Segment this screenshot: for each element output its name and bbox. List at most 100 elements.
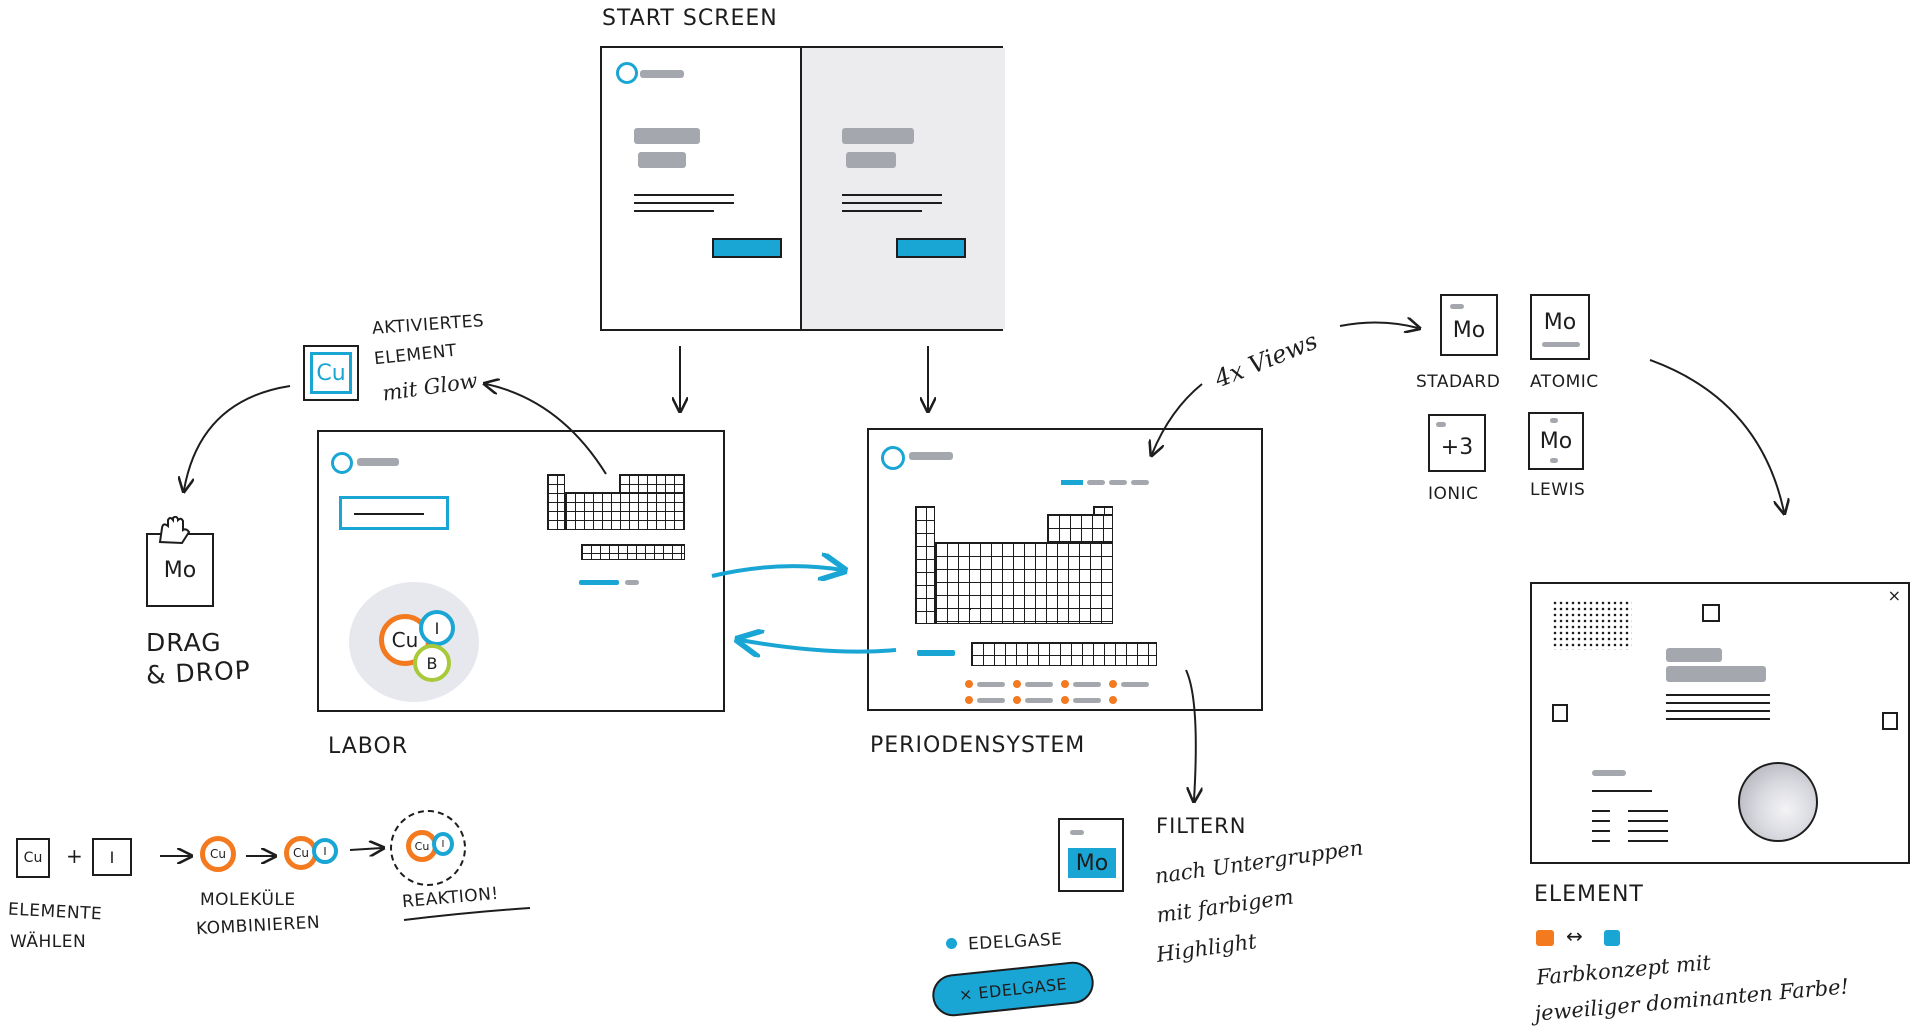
periodic-table-grid[interactable]	[935, 542, 1113, 624]
text-line	[1628, 830, 1668, 832]
filter-chip-active[interactable]: × EDELGASE	[930, 959, 1096, 1019]
search-box-glow	[339, 496, 449, 530]
view-ionic-tile[interactable]: +3	[1428, 414, 1486, 472]
view-switch-placeholder	[1131, 480, 1149, 485]
start-button[interactable]	[896, 238, 966, 258]
app-name-placeholder	[640, 70, 684, 78]
combine-tile-i[interactable]: I	[92, 838, 132, 876]
title-placeholder	[842, 128, 914, 144]
color-concept-line1: Farbkonzept mit	[1535, 950, 1712, 990]
combine-tile-cu[interactable]: Cu	[16, 838, 50, 878]
labor-label: LABOR	[328, 734, 409, 759]
activated-note-line3: mit Glow	[380, 368, 480, 406]
combine-step2-line2: KOMBINIEREN	[195, 912, 321, 940]
nav-up-icon[interactable]	[1702, 604, 1720, 622]
view-lewis-tile[interactable]: Mo	[1528, 412, 1584, 470]
activated-note-line1: AKTIVIERTES	[371, 311, 485, 339]
text-line	[842, 202, 942, 204]
reaction-ring	[390, 810, 466, 886]
nav-right-icon[interactable]	[1882, 712, 1898, 730]
nav-link-placeholder	[625, 580, 639, 585]
text-line	[634, 194, 734, 196]
view-atomic-tile[interactable]: Mo	[1530, 294, 1590, 360]
element-screen-frame: ×	[1530, 582, 1910, 864]
periodensystem-screen-frame	[867, 428, 1263, 711]
app-name-placeholder	[357, 458, 399, 466]
activated-element-tile: Cu	[303, 345, 359, 401]
hand-icon	[156, 515, 198, 546]
view-switch-placeholder	[1087, 480, 1105, 485]
combine-step3: REAKTION!	[401, 883, 500, 913]
text-line	[1628, 840, 1668, 842]
text-line	[1592, 830, 1610, 832]
periodic-table-grid[interactable]	[1093, 506, 1113, 516]
filter-note-line4: Highlight	[1154, 929, 1259, 967]
molecule-bubble-b[interactable]: B	[413, 644, 451, 682]
drag-label-line2: & DROP	[145, 655, 252, 690]
combine-step1-line1: ELEMENTE	[7, 899, 103, 925]
start-button[interactable]	[712, 238, 782, 258]
view-standard-tile[interactable]: Mo	[1440, 294, 1498, 356]
periodic-table-grid[interactable]	[915, 506, 935, 624]
filter-note-line1: FILTERN	[1156, 814, 1247, 838]
combine-step2-line1: MOLEKÜLE	[200, 890, 296, 910]
drag-element-tile[interactable]: Mo	[146, 533, 214, 607]
color-swap-arrow: ↔	[1566, 924, 1584, 948]
combine-molecule-2-i: I	[312, 838, 338, 864]
drag-element-symbol: Mo	[163, 557, 197, 583]
text-line	[1666, 718, 1770, 720]
mini-periodic-table-lanthanides	[581, 544, 685, 560]
view-ionic-label: IONIC	[1428, 484, 1479, 504]
combine-step1-line2: WÄHLEN	[10, 932, 87, 952]
view-switch-placeholder	[1109, 480, 1127, 485]
molecule-bubble-i[interactable]: I	[419, 610, 455, 646]
periodic-table-lanthanides[interactable]	[971, 642, 1157, 666]
start-screen-right-pane	[800, 48, 1005, 329]
logo-icon	[881, 446, 905, 470]
activated-note-line2: ELEMENT	[373, 340, 458, 370]
nav-left-icon[interactable]	[1552, 704, 1568, 722]
text-line	[1592, 840, 1610, 842]
mini-periodic-table	[619, 474, 685, 494]
combine-plus: +	[66, 844, 84, 868]
logo-icon	[331, 452, 353, 474]
text-line	[634, 202, 734, 204]
view-atomic-label: ATOMIC	[1530, 372, 1599, 392]
mini-periodic-table	[565, 492, 685, 530]
periodic-table-grid[interactable]	[1047, 514, 1113, 544]
text-line	[1666, 702, 1770, 704]
filter-element-symbol: Mo	[1068, 848, 1116, 878]
close-icon[interactable]: ×	[1887, 586, 1902, 605]
subtitle-placeholder	[846, 152, 896, 168]
filter-note-line2: nach Untergruppen	[1153, 835, 1365, 889]
color-swatch-blue	[1604, 930, 1620, 946]
filter-element-tile: Mo	[1058, 818, 1124, 892]
start-screen-label: START SCREEN	[602, 6, 778, 31]
view-lewis-label: LEWIS	[1530, 480, 1586, 500]
subtitle-placeholder	[638, 152, 686, 168]
text-line	[842, 210, 922, 212]
start-screen-frame	[600, 46, 1005, 331]
element-title-placeholder	[1666, 666, 1766, 682]
text-line	[1592, 820, 1610, 822]
mini-periodic-table	[547, 474, 565, 530]
periodensystem-label: PERIODENSYSTEM	[870, 733, 1086, 758]
title-placeholder	[634, 128, 700, 144]
dot-matrix	[1552, 600, 1632, 650]
element-3d-sphere[interactable]	[1738, 762, 1818, 842]
combine-molecule-1: Cu	[200, 836, 236, 872]
drag-label-line1: DRAG	[146, 628, 222, 657]
filter-chip-plain[interactable]: EDELGASE	[967, 929, 1063, 955]
nav-link[interactable]	[917, 650, 955, 656]
app-name-placeholder	[909, 452, 953, 460]
filter-legend	[965, 676, 1165, 712]
chip-dot	[946, 938, 957, 949]
text-line	[1628, 810, 1668, 812]
filter-note-line3: mit farbigem	[1155, 884, 1296, 928]
nav-link[interactable]	[579, 580, 619, 585]
combine-molecule-3-i: I	[432, 832, 454, 856]
text-line	[1666, 710, 1770, 712]
labor-screen-frame: Cu I B	[317, 430, 725, 712]
view-switch[interactable]	[1061, 480, 1083, 485]
activated-element-symbol: Cu	[310, 352, 352, 394]
